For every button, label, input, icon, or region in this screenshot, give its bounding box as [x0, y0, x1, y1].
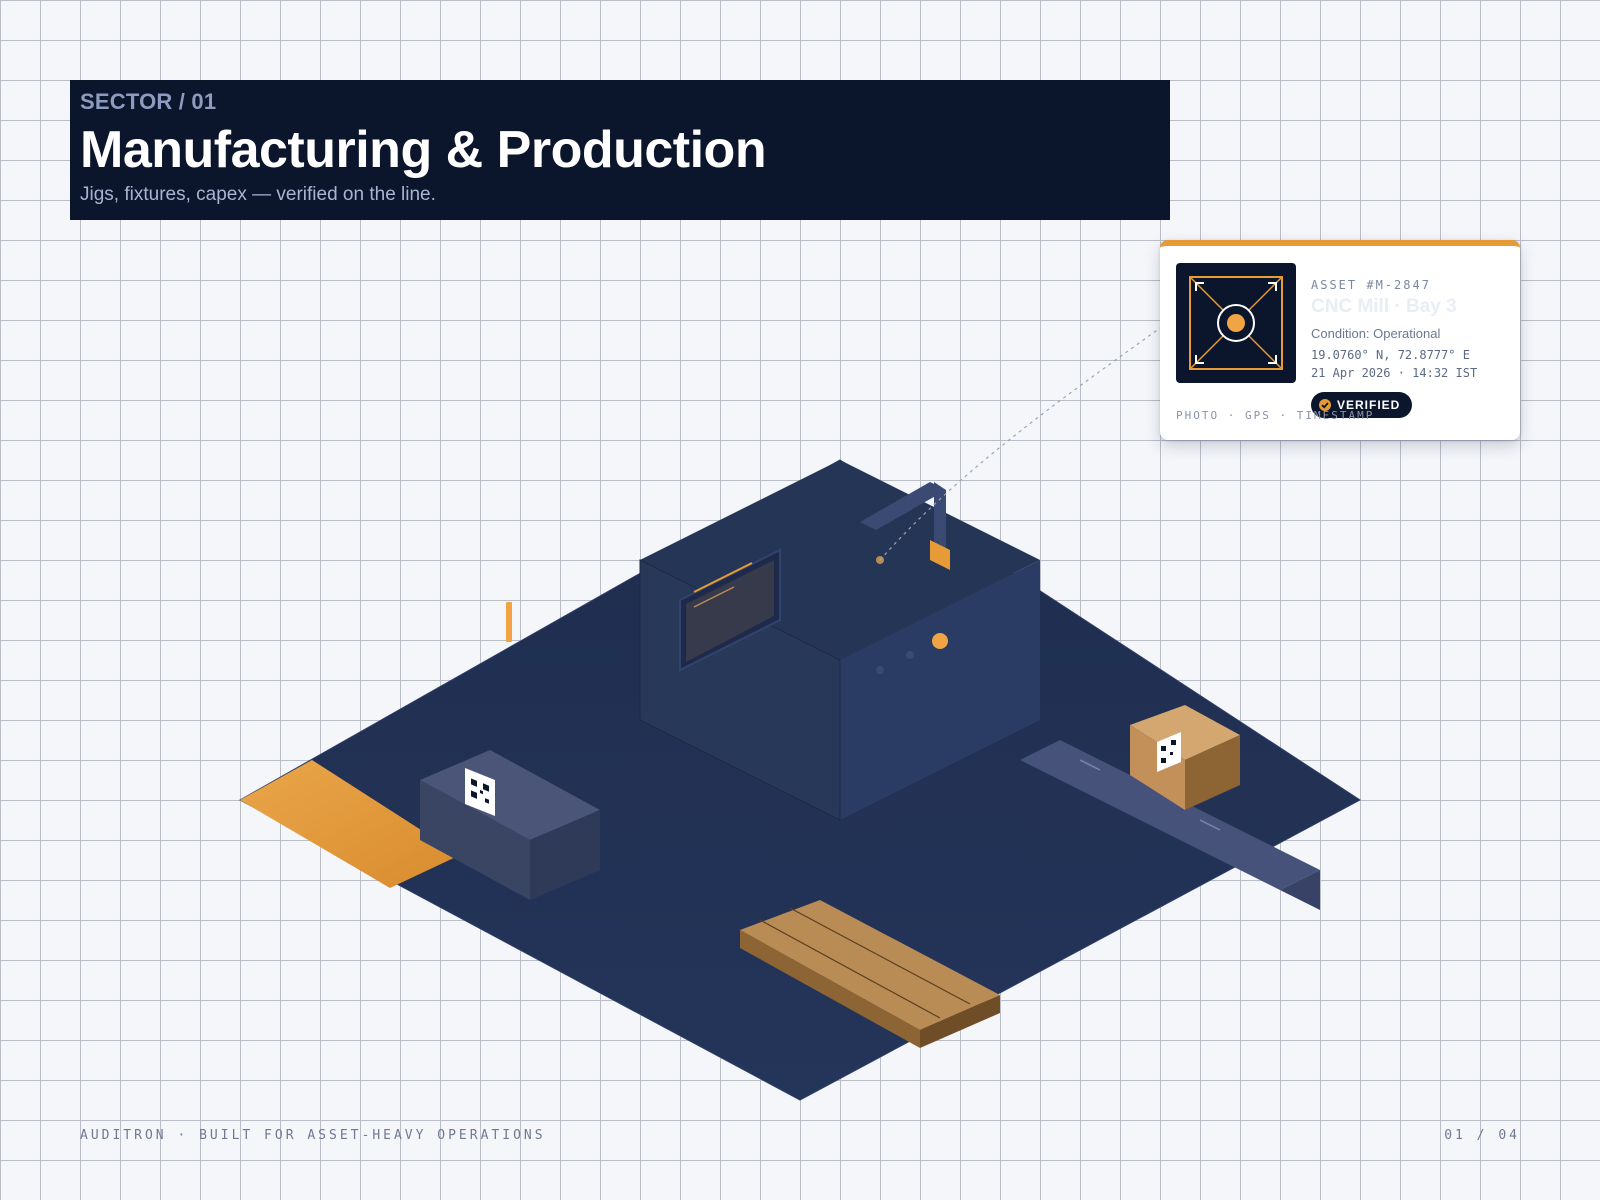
asset-id: ASSET #M-2847	[1311, 278, 1431, 292]
callout-leader-line	[879, 327, 1161, 561]
loading-strip	[240, 760, 460, 888]
qr-code-icon	[465, 768, 495, 816]
sector-label: SECTOR / 01	[80, 89, 217, 114]
verified-badge-label: VERIFIED	[1337, 398, 1401, 412]
page-subtitle: Jigs, fixtures, capex — verified on the …	[80, 184, 436, 205]
page-title: Manufacturing & Production	[80, 121, 767, 179]
conveyor-belt	[1020, 740, 1320, 910]
verified-badge: VERIFIED	[1311, 392, 1413, 418]
tool-crate	[420, 750, 600, 900]
check-icon	[1319, 399, 1331, 411]
cnc-machine-enclosure	[639, 460, 1040, 821]
footer-brand-line: AUDITRON · BUILT FOR ASSET-HEAVY OPERATI…	[80, 1128, 546, 1143]
asset-name: CNC Mill · Bay 3	[1311, 296, 1457, 317]
verification-meta: PHOTO · GPS · TIMESTAMP	[1176, 409, 1375, 422]
qr-code-icon	[1157, 732, 1181, 772]
asset-condition: Condition: Operational	[1311, 326, 1441, 341]
shipping-box	[1130, 705, 1240, 810]
asset-timestamp: 21 Apr 2026 · 14:32 IST	[1311, 366, 1478, 380]
page-indicator: 01 / 04	[1444, 1128, 1520, 1143]
asset-gps: 19.0760° N, 72.8777° E	[1311, 348, 1470, 362]
floor-marker	[506, 602, 512, 642]
wooden-pallet	[740, 900, 1000, 1048]
crane-hook	[930, 540, 950, 570]
asset-verification-card[interactable]: ASSET #M-2847 CNC Mill · Bay 3 Condition…	[1160, 240, 1520, 440]
sector-header: SECTOR / 01 Manufacturing & Production J…	[70, 80, 1170, 220]
camera-frame-icon	[1176, 263, 1296, 383]
